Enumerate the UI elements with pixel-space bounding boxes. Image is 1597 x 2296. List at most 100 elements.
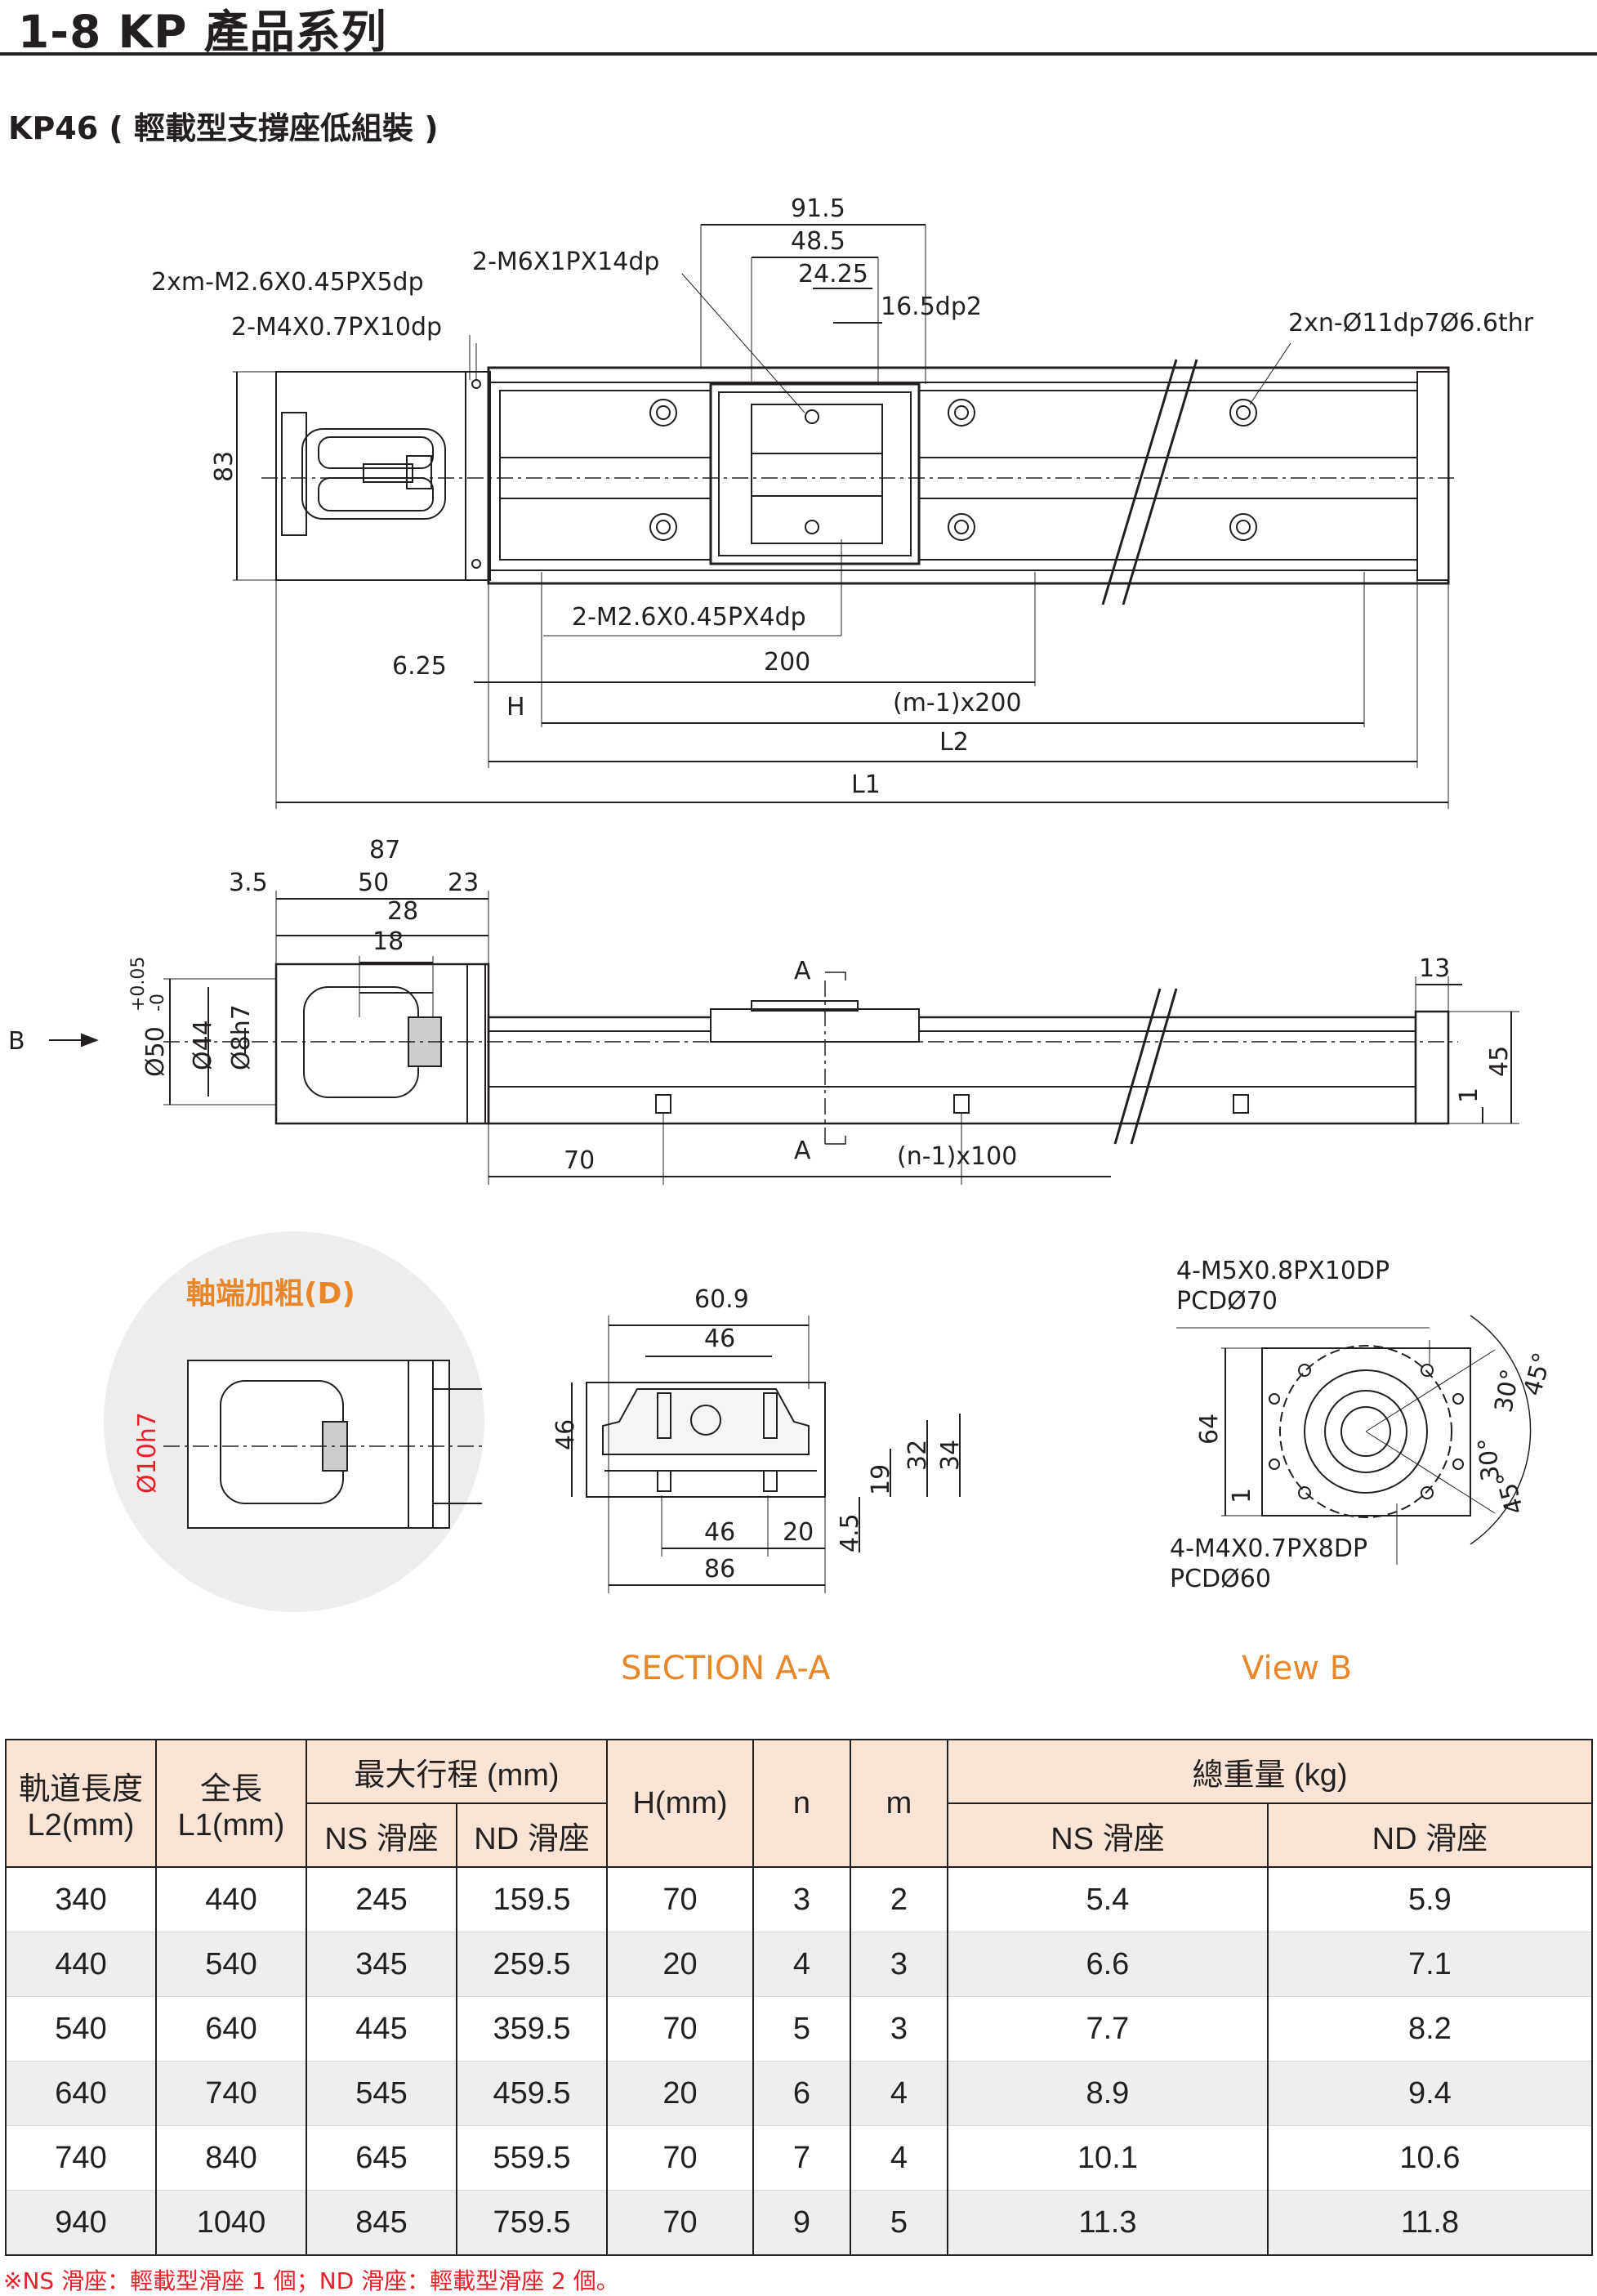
dim-87: 87 bbox=[369, 836, 400, 864]
top-view bbox=[233, 224, 1454, 809]
table-cell: 70 bbox=[606, 2125, 754, 2191]
table-cell: 2 bbox=[850, 1867, 948, 1932]
header-n: n bbox=[752, 1739, 851, 1868]
callout-counterbore: 2xn-Ø11dp7Ø6.6thr bbox=[1288, 309, 1534, 337]
side-view bbox=[49, 891, 1519, 1185]
table-cell: 5.9 bbox=[1266, 1867, 1594, 1932]
table-cell: 3 bbox=[850, 1996, 948, 2061]
section-aa-caption: SECTION A-A bbox=[621, 1650, 831, 1687]
table-cell: 7.1 bbox=[1266, 1932, 1594, 1997]
table-cell: 5.4 bbox=[947, 1867, 1269, 1932]
table-cell: 4 bbox=[752, 1932, 851, 1997]
dim-19: 19 bbox=[867, 1464, 895, 1495]
callout-m4-tap: 2-M4X0.7PX10dp bbox=[231, 313, 442, 342]
dim-83: 83 bbox=[210, 451, 239, 482]
dim-91-5: 91.5 bbox=[791, 194, 845, 223]
dim-60-9: 60.9 bbox=[694, 1285, 749, 1314]
dim-4-5: 4.5 bbox=[836, 1513, 864, 1552]
title-divider bbox=[0, 52, 1597, 56]
table-cell: 740 bbox=[5, 2125, 157, 2191]
header-weight-nd: ND 滑座 bbox=[1266, 1802, 1594, 1868]
callout-m6-tap: 2-M6X1PX14dp bbox=[472, 248, 659, 276]
table-cell: 440 bbox=[155, 1867, 307, 1932]
table-cell: 340 bbox=[5, 1867, 157, 1932]
table-cell: 20 bbox=[606, 2061, 754, 2126]
section-aa bbox=[571, 1316, 961, 1593]
dim-6-25: 6.25 bbox=[392, 652, 447, 681]
detail-d-diameter: Ø10h7 bbox=[133, 1412, 162, 1494]
dim-200: 200 bbox=[764, 648, 810, 677]
dim-46-top: 46 bbox=[704, 1324, 735, 1353]
table-cell: 840 bbox=[155, 2125, 307, 2191]
dim-l1: L1 bbox=[851, 771, 881, 799]
dim-16-5dp2: 16.5dp2 bbox=[881, 293, 982, 321]
footnote: ※NS 滑座：輕載型滑座 1 個；ND 滑座：輕載型滑座 2 個。 bbox=[3, 2267, 619, 2294]
dim-50: 50 bbox=[358, 869, 389, 897]
table-cell: 1040 bbox=[155, 2190, 307, 2256]
dim-18: 18 bbox=[372, 927, 404, 956]
table-cell: 645 bbox=[306, 2125, 457, 2191]
header-rail-length: 軌道長度 L2(mm) bbox=[5, 1739, 157, 1868]
table-cell: 8.9 bbox=[947, 2061, 1269, 2126]
view-b-angle-30-bottom: 30° bbox=[1473, 1436, 1506, 1482]
view-b-callout-m4: 4-M4X0.7PX8DP bbox=[1170, 1534, 1367, 1563]
dim-20: 20 bbox=[783, 1518, 814, 1547]
view-b-angle-30-top: 30° bbox=[1489, 1367, 1525, 1414]
dim-h: H bbox=[506, 693, 525, 721]
table-cell: 259.5 bbox=[456, 1932, 608, 1997]
dim-3-5: 3.5 bbox=[229, 869, 268, 897]
dim-m-1x200: (m-1)x200 bbox=[893, 689, 1022, 717]
callout-m2-6-tap: 2xm-M2.6X0.45PX5dp bbox=[151, 268, 424, 297]
header-m: m bbox=[850, 1739, 948, 1868]
dia-8h7: Ø8h7 bbox=[227, 1004, 256, 1070]
table-cell: 6 bbox=[752, 2061, 851, 2126]
table-cell: 5 bbox=[850, 2190, 948, 2256]
dim-32: 32 bbox=[903, 1440, 932, 1471]
table-cell: 440 bbox=[5, 1932, 157, 1997]
header-stroke-nd: ND 滑座 bbox=[456, 1802, 608, 1868]
table-cell: 10.1 bbox=[947, 2125, 1269, 2191]
table-cell: 545 bbox=[306, 2061, 457, 2126]
header-stroke-ns: NS 滑座 bbox=[306, 1802, 457, 1868]
dia-50-tol-minus: -0 bbox=[148, 994, 168, 1012]
header-max-stroke: 最大行程 (mm) bbox=[306, 1739, 608, 1804]
table-cell: 4 bbox=[850, 2061, 948, 2126]
table-cell: 7 bbox=[752, 2125, 851, 2191]
table-cell: 940 bbox=[5, 2190, 157, 2256]
table-cell: 8.2 bbox=[1266, 1996, 1594, 2061]
dia-44: Ø44 bbox=[189, 1020, 217, 1070]
dim-1: 1 bbox=[1455, 1088, 1483, 1103]
table-cell: 11.8 bbox=[1266, 2190, 1594, 2256]
view-b-callout-pcd60: PCDØ60 bbox=[1170, 1565, 1271, 1593]
table-cell: 11.3 bbox=[947, 2190, 1269, 2256]
view-b-callout-m5: 4-M5X0.8PX10DP bbox=[1176, 1257, 1390, 1285]
table-cell: 70 bbox=[606, 2190, 754, 2256]
view-b-angle-45-bottom: 45° bbox=[1491, 1468, 1530, 1517]
dim-34: 34 bbox=[936, 1440, 965, 1471]
table-cell: 4 bbox=[850, 2125, 948, 2191]
dia-50-tol-plus: +0.05 bbox=[128, 957, 149, 1012]
table-cell: 159.5 bbox=[456, 1867, 608, 1932]
table-cell: 5 bbox=[752, 1996, 851, 2061]
table-cell: 70 bbox=[606, 1867, 754, 1932]
table-cell: 445 bbox=[306, 1996, 457, 2061]
table-cell: 459.5 bbox=[456, 2061, 608, 2126]
dim-46-bottom: 46 bbox=[704, 1518, 735, 1547]
technical-drawing: 2xm-M2.6X0.45PX5dp 2-M4X0.7PX10dp 2-M6X1… bbox=[8, 194, 1557, 1687]
table-cell: 6.6 bbox=[947, 1932, 1269, 1997]
table-cell: 70 bbox=[606, 1996, 754, 2061]
view-b-callout-pcd70: PCDØ70 bbox=[1176, 1287, 1278, 1316]
dia-50: Ø50 bbox=[141, 1026, 170, 1077]
page-title: 1-8 KP 產品系列 bbox=[18, 6, 387, 58]
dim-46-left: 46 bbox=[551, 1419, 580, 1450]
callout-m2-6-bottom: 2-M2.6X0.45PX4dp bbox=[572, 603, 806, 632]
table-cell: 245 bbox=[306, 1867, 457, 1932]
header-h: H(mm) bbox=[606, 1739, 754, 1868]
spec-table: 軌道長度 L2(mm) 全長 L1(mm) 最大行程 (mm) H(mm) n … bbox=[5, 1739, 1594, 2256]
section-marker-a-top: A bbox=[794, 957, 811, 985]
